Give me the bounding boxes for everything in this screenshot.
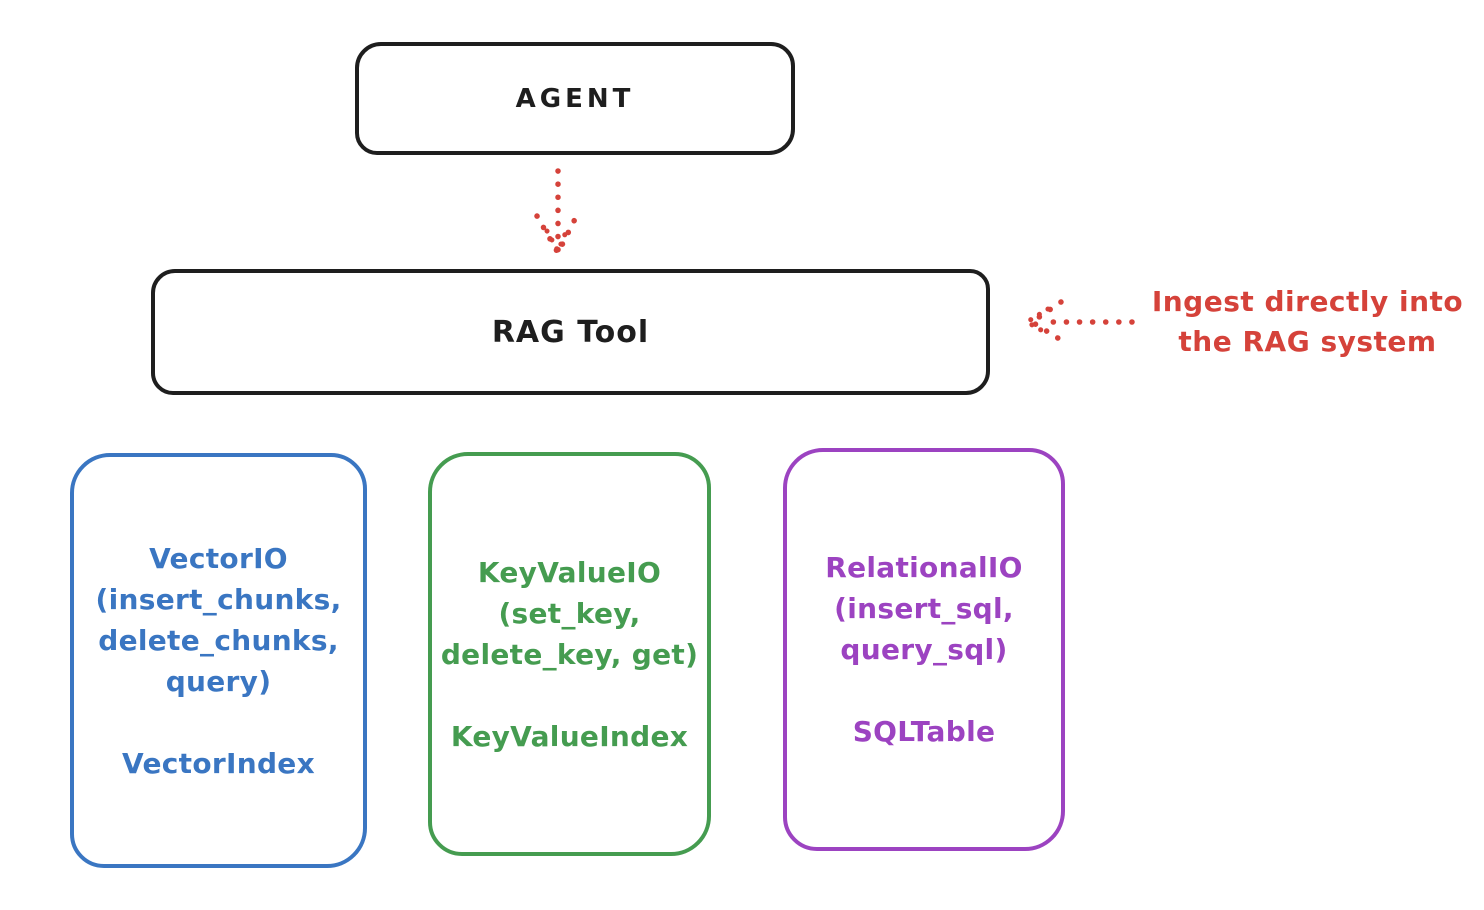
vector-io-title: VectorIO (149, 541, 288, 575)
rag-tool-box: RAG Tool (151, 269, 990, 395)
keyvalue-io-index: KeyValueIndex (450, 719, 689, 753)
agent-to-rag-arrow (534, 168, 581, 259)
ingest-annotation: Ingest directly into the RAG system (1151, 285, 1464, 358)
agent-box-label: AGENT (515, 83, 635, 114)
agent-box: AGENT (355, 42, 795, 155)
relational-io-index: SQLTable (852, 715, 996, 748)
vector-io-content: VectorIO (insert_chunks, delete_chunks, … (96, 538, 342, 784)
keyvalue-io-params: (set_key, delete_key, get) (440, 596, 699, 671)
vector-io-index: VectorIndex (122, 746, 315, 780)
keyvalue-io-title: KeyValueIO (477, 555, 662, 589)
vector-io-box: VectorIO (insert_chunks, delete_chunks, … (70, 453, 367, 868)
rag-tool-box-label: RAG Tool (491, 314, 650, 350)
relational-io-box: RelationalIO (insert_sql, query_sql) SQL… (783, 448, 1065, 851)
relational-io-content: RelationalIO (insert_sql, query_sql) SQL… (825, 547, 1023, 752)
keyvalue-io-box: KeyValueIO (set_key, delete_key, get) Ke… (428, 452, 711, 856)
keyvalue-io-content: KeyValueIO (set_key, delete_key, get) Ke… (441, 552, 698, 757)
relational-io-params: (insert_sql, query_sql) (834, 592, 1014, 666)
ingest-arrow (1022, 299, 1135, 343)
vector-io-params: (insert_chunks, delete_chunks, query) (95, 582, 342, 698)
relational-io-title: RelationalIO (825, 551, 1023, 584)
